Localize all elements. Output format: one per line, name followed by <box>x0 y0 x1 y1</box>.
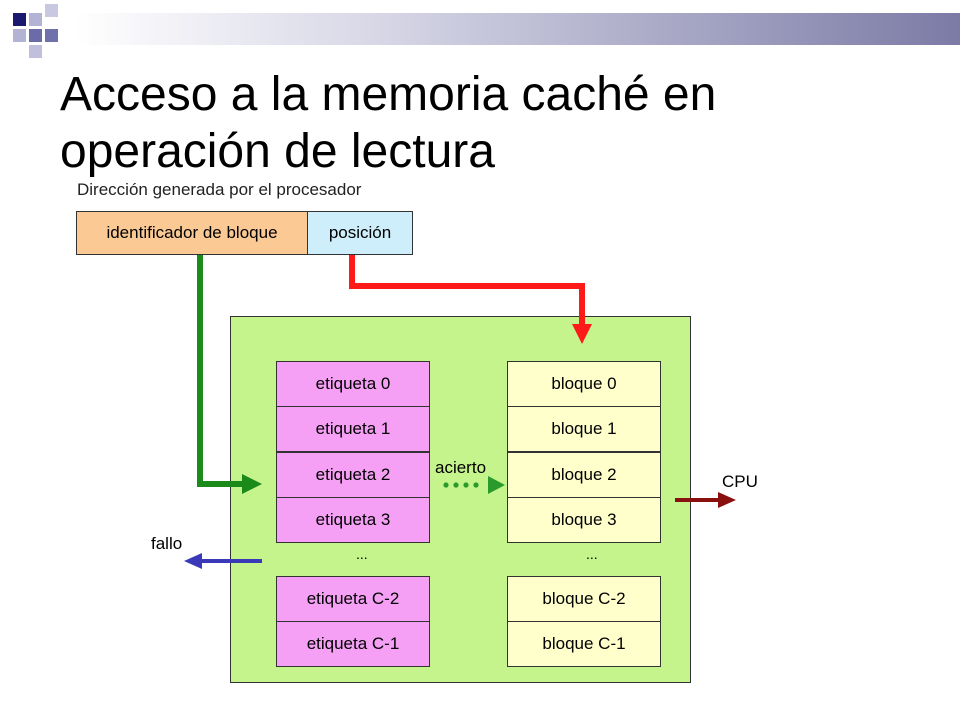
block-ellipsis: ... <box>586 546 598 562</box>
block-cell: bloque 3 <box>507 497 661 543</box>
position-select-arrow <box>349 255 585 326</box>
block-id-field: identificador de bloque <box>76 211 308 255</box>
slide-title: Acceso a la memoria caché en operación d… <box>60 66 940 180</box>
hit-arrow <box>443 476 505 494</box>
tag-compare-arrow <box>197 255 244 487</box>
miss-arrowhead <box>184 553 202 569</box>
title-square-violet <box>29 29 42 42</box>
tag-compare-arrowhead <box>242 474 262 494</box>
tag-cell: etiqueta 2 <box>276 452 430 498</box>
title-line-2: operación de lectura <box>60 125 495 178</box>
tag-cell: etiqueta 3 <box>276 497 430 543</box>
title-gradient-bar <box>75 13 960 45</box>
tag-cell: etiqueta 1 <box>276 406 430 452</box>
position-field: posición <box>307 211 413 255</box>
title-square-lavender <box>29 45 42 58</box>
tag-cell: etiqueta C-1 <box>276 621 430 667</box>
title-square-lavender <box>29 13 42 26</box>
title-square-lavender <box>13 29 26 42</box>
title-square-violet <box>45 29 58 42</box>
tag-ellipsis: ... <box>356 546 368 562</box>
hit-label: acierto <box>435 458 487 477</box>
cpu-label: CPU <box>722 472 758 491</box>
tag-cell: etiqueta 0 <box>276 361 430 407</box>
block-cell: bloque 2 <box>507 452 661 498</box>
miss-label: fallo <box>151 534 183 553</box>
block-cell: bloque 0 <box>507 361 661 407</box>
title-square-navy <box>13 13 26 26</box>
address-caption: Dirección generada por el procesador <box>77 180 362 199</box>
cpu-arrowhead <box>718 492 736 508</box>
block-cell: bloque C-1 <box>507 621 661 667</box>
block-cell: bloque 1 <box>507 406 661 452</box>
title-square-lavender <box>45 4 58 17</box>
title-line-1: Acceso a la memoria caché en <box>60 68 717 121</box>
position-select-arrowhead <box>572 324 592 344</box>
tag-cell: etiqueta C-2 <box>276 576 430 622</box>
